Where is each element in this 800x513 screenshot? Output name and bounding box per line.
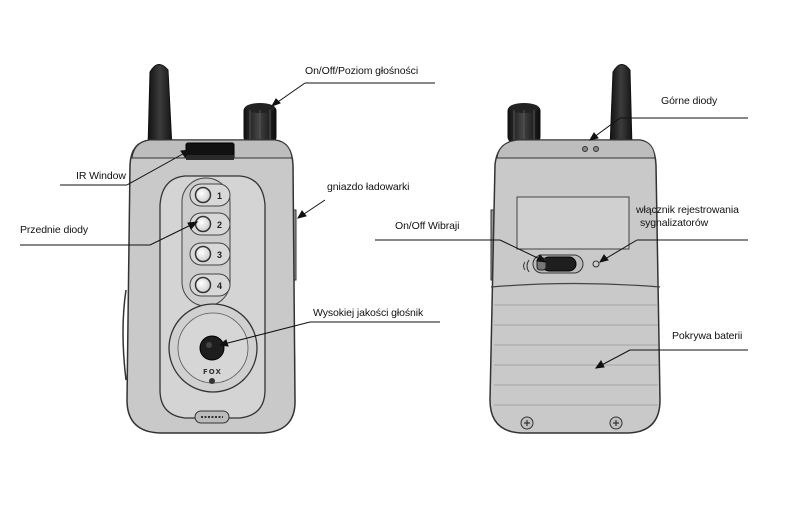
brand-mark: FOX [203,368,222,376]
top-led-right [593,146,599,152]
battery-cover [490,282,661,406]
label-top-leds: Górne diody [661,95,718,107]
leader-lines [20,82,748,369]
led-4: 4 [189,273,231,297]
label-ir-window: IR Window [76,170,126,182]
back-device [489,64,661,434]
led-1-number: 1 [217,191,222,201]
label-speaker: Wysokiej jakości głośnik [313,307,424,319]
top-led-left [582,146,588,152]
led-2: 2 [189,212,231,236]
led-4-number: 4 [217,281,222,291]
label-plate [516,196,630,250]
vibration-switch [523,254,584,274]
screw-right [609,416,623,430]
register-switch [592,260,600,268]
back-knob [507,103,541,143]
label-register-switch-line1: włącznik rejestrowania [636,204,739,216]
speaker [168,303,258,393]
label-register-switch-line2: sygnalizatorów [640,217,709,229]
label-front-leds: Przednie diody [20,224,89,236]
led-3-number: 3 [217,250,222,260]
led-2-number: 2 [217,220,222,230]
led-3: 3 [189,242,231,266]
back-body [489,139,661,434]
label-vibration: On/Off Wibraji [395,220,460,232]
front-antenna [147,64,173,149]
label-charger-socket: gniazdo ładowarki [327,181,410,193]
led-1: 1 [189,183,231,207]
back-antenna [609,64,633,149]
screw-left [520,416,534,430]
label-battery-cover: Pokrywa baterii [672,330,743,342]
volume-knob [243,103,277,143]
label-volume: On/Off/Poziom głośności [305,65,419,77]
front-device: 1 2 3 4 [122,64,297,434]
